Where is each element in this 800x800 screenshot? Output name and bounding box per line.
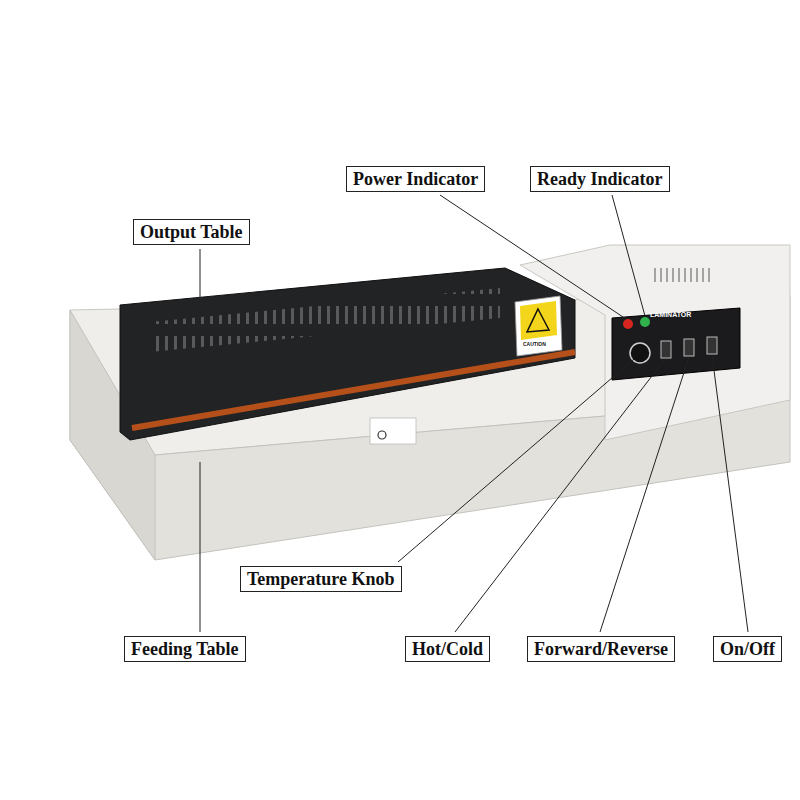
- label-text: Hot/Cold: [412, 639, 483, 659]
- callout-label: Hot/Cold: [405, 636, 490, 662]
- cover-vents: [150, 288, 500, 352]
- callout-label: Output Table: [133, 219, 250, 245]
- sticker-text: CAUTION: [523, 341, 546, 347]
- callout-label: Ready Indicator: [530, 166, 670, 192]
- label-text: Power Indicator: [353, 169, 478, 189]
- label-text: Output Table: [140, 222, 243, 242]
- power-indicator-light: [623, 319, 633, 329]
- caution-sticker: [515, 296, 562, 356]
- callout-label: Power Indicator: [346, 166, 485, 192]
- control-panel: [612, 308, 740, 380]
- forward-reverse-switch: [684, 339, 694, 356]
- label-text: Feeding Table: [131, 639, 239, 659]
- warning-symbol: [527, 309, 549, 332]
- hot-cold-switch: [661, 341, 671, 358]
- callout-label: On/Off: [713, 636, 782, 662]
- label-text: Temperature Knob: [247, 569, 395, 589]
- leader-lines: [200, 195, 748, 632]
- caution-sticker-yellow: [520, 301, 557, 340]
- on-off-switch: [707, 337, 717, 354]
- feed-slot: [132, 352, 575, 428]
- panel-brand: LAMINATOR: [650, 311, 691, 318]
- callout-label: Feeding Table: [124, 636, 246, 662]
- sticker-symbol: [378, 431, 386, 439]
- roller-cover: [120, 268, 575, 440]
- housing-vents: [655, 268, 709, 282]
- label-text: Ready Indicator: [537, 169, 663, 189]
- ready-indicator-light: [640, 317, 650, 327]
- label-text: Forward/Reverse: [534, 639, 668, 659]
- callout-label: Temperature Knob: [240, 566, 402, 592]
- label-text: On/Off: [720, 639, 775, 659]
- callout-label: Forward/Reverse: [527, 636, 675, 662]
- small-sticker: [370, 418, 416, 444]
